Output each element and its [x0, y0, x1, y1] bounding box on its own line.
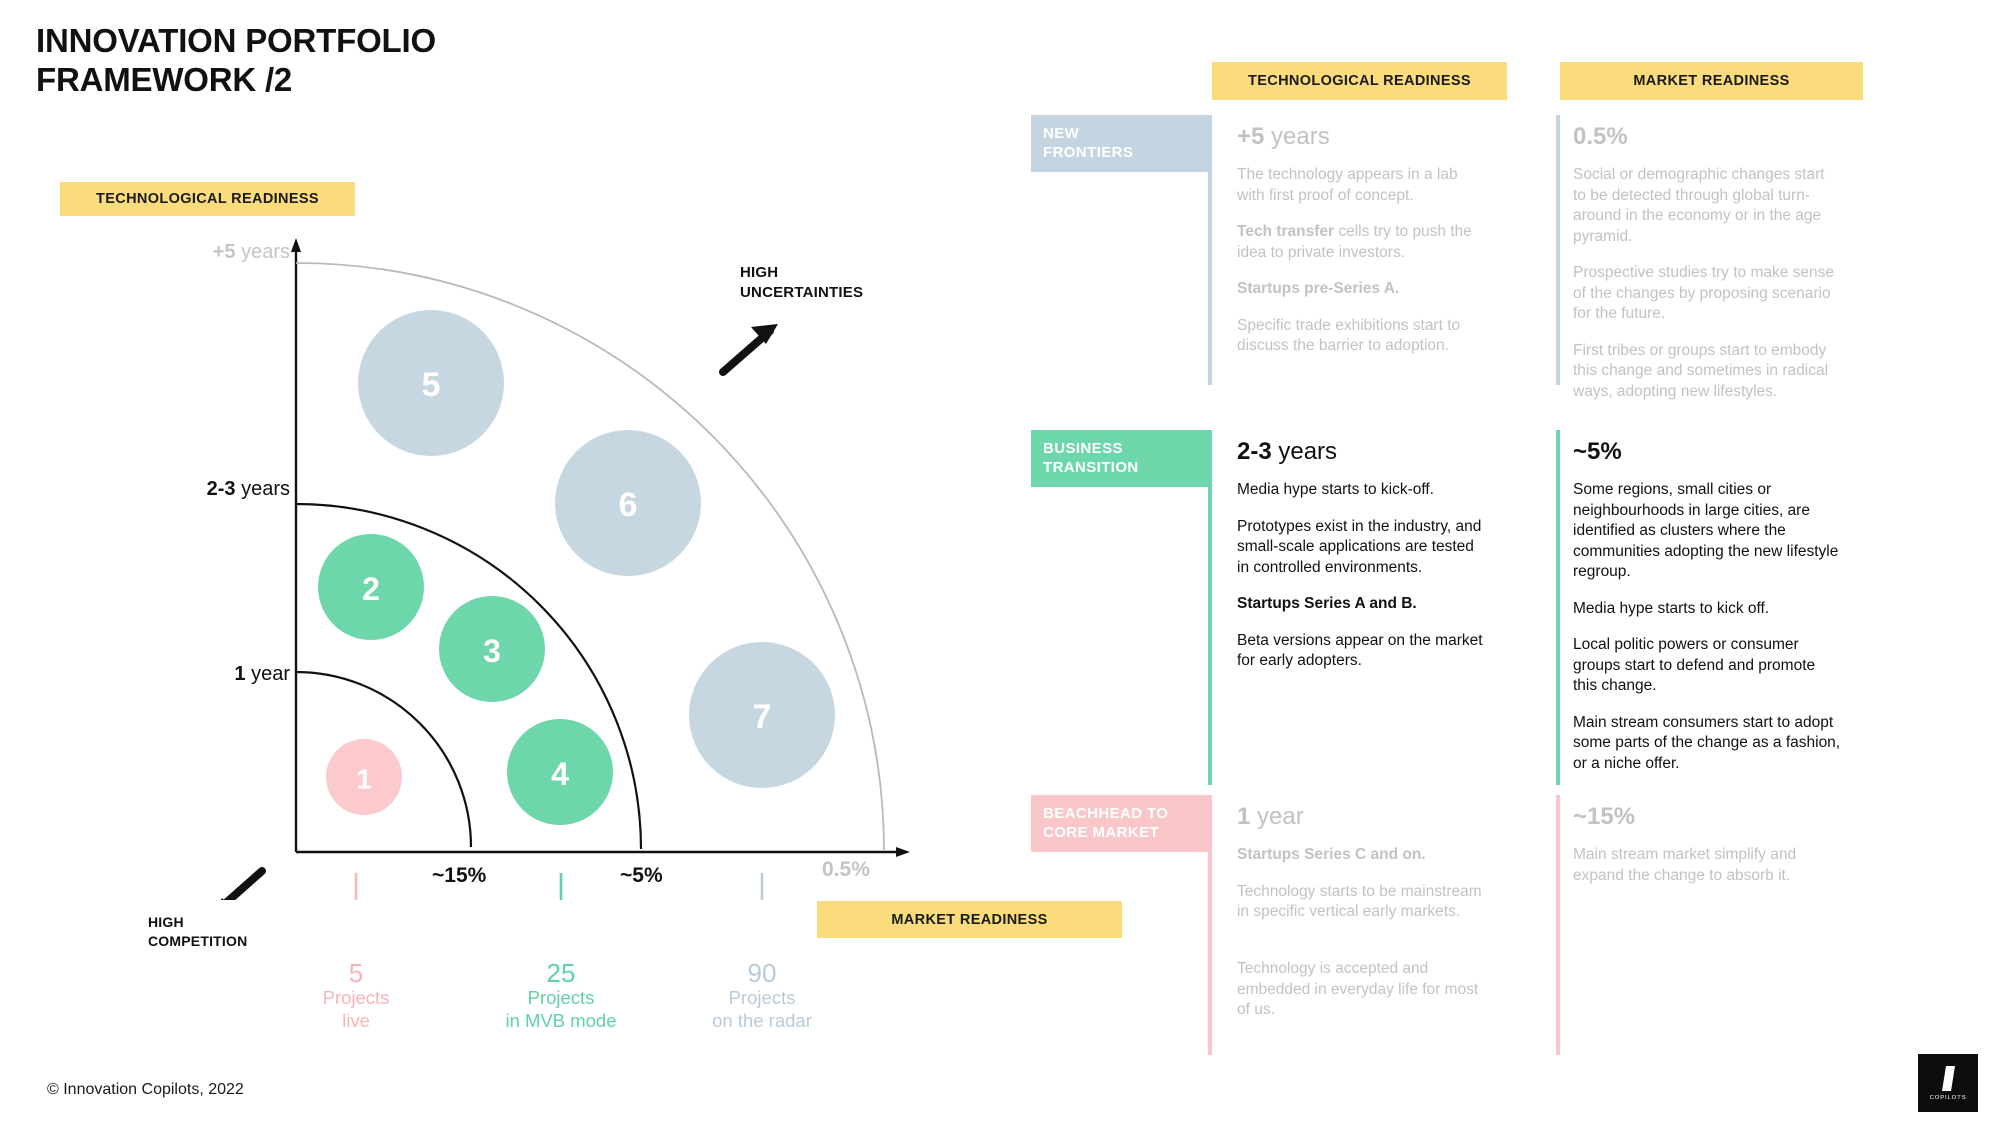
arrow-down-left-icon [220, 867, 266, 900]
bubble-3-label: 3 [483, 633, 501, 669]
chart-bubbles: 1 2 3 4 5 6 7 [318, 310, 835, 825]
bubble-7-label: 7 [753, 698, 772, 736]
column-rule-1-0 [1208, 430, 1212, 785]
column-rule-0-1 [1556, 115, 1560, 385]
cell-paragraph-1-market-3: Main stream consumers start to adopt som… [1573, 713, 1841, 772]
cell-paragraph-1-market-0: Some regions, small cities or neighbourh… [1573, 481, 1839, 581]
bubble-6-label: 6 [619, 486, 638, 524]
cell-headline-2-market: ~15% [1573, 803, 1636, 830]
x-tick-5-percent: ~5% [620, 864, 663, 887]
arrow-up-right-icon [719, 324, 778, 376]
cell-paragraph-0-market-2: First tribes or groups start to embody t… [1573, 341, 1829, 400]
bubble-1 [326, 739, 402, 815]
cell-paragraph-1-tech-2: Startups Series A and B. [1237, 595, 1417, 612]
cell-paragraph-2-tech-1: Technology starts to be mainstream in sp… [1237, 882, 1482, 921]
legend-text-live: Projects live [322, 987, 390, 1031]
column-header-market-readiness: MARKET READINESS [1560, 62, 1863, 100]
cell-paragraph-1-market-2: Local politic powers or consumer groups … [1573, 636, 1816, 695]
cell-paragraph-2-tech-2: Technology is accepted and embedded in e… [1237, 960, 1479, 1019]
cell-paragraph-2-market-0: Main stream market simplify and expand t… [1573, 846, 1797, 884]
bubble-5 [358, 310, 504, 456]
column-rule-1-1 [1556, 430, 1560, 785]
bubble-7 [689, 642, 835, 788]
row-tag-1: BUSINESS TRANSITION [1031, 430, 1209, 488]
cell-paragraph-1-tech-0: Media hype starts to kick-off. [1237, 481, 1434, 498]
chart-axes [291, 238, 910, 857]
y-tick-2-3-years: 2-3 years [206, 478, 290, 500]
bubble-2-label: 2 [362, 571, 380, 607]
page-title: INNOVATION PORTFOLIO FRAMEWORK /2 [36, 22, 436, 98]
x-tick-0-5-percent: 0.5% [822, 858, 870, 881]
logo-mark-icon [1941, 1065, 1955, 1091]
y-tick-1-year: 1 year [234, 663, 290, 685]
cell-paragraph-0-market-1: Prospective studies try to make sense of… [1573, 264, 1835, 323]
legend-item-projects-live: 5 Projects live [266, 958, 446, 1032]
innovation-portfolio-scatter-chart: 1 2 3 4 5 6 7 [220, 238, 910, 900]
legend-item-projects-mvb: 25 Projects in MVB mode [471, 958, 651, 1032]
cell-headline-1-tech: 2-3 years [1237, 438, 1338, 465]
row-tag-2: BEACHHEAD TO CORE MARKET [1031, 795, 1209, 853]
logo-wordmark: COPILOTS [1929, 1094, 1967, 1101]
bubble-3 [439, 596, 545, 702]
legend-text-radar: Projects on the radar [712, 987, 812, 1031]
legend-count-radar: 90 [747, 958, 777, 988]
bubble-4 [507, 719, 613, 825]
banner-technological-readiness-left: TECHNOLOGICAL READINESS [60, 182, 355, 216]
annotation-high-competition: HIGH COMPETITION [148, 914, 248, 949]
cell-headline-0-market: 0.5% [1573, 123, 1628, 150]
y-tick-plus5-years: +5 years [212, 241, 290, 263]
bubble-4-label: 4 [551, 756, 569, 792]
legend-count-mvb: 25 [546, 958, 576, 988]
innovation-copilots-logo: COPILOTS [1918, 1054, 1978, 1112]
cell-paragraph-0-tech-0: The technology appears in a lab with fir… [1237, 166, 1458, 204]
chart-legend-arrows [354, 873, 764, 900]
bubble-6 [555, 430, 701, 576]
column-rule-2-1 [1556, 795, 1560, 1055]
cell-paragraph-0-tech-2: Startups pre-Series A. [1237, 280, 1400, 297]
cell-paragraph-2-tech-0: Startups Series C and on. [1237, 846, 1426, 863]
copyright-notice: © Innovation Copilots, 2022 [47, 1081, 244, 1098]
banner-market-readiness-bottom: MARKET READINESS [817, 901, 1122, 938]
cell-paragraph-0-market-0: Social or demographic changes start to b… [1573, 166, 1825, 245]
cell-headline-2-tech: 1 year [1237, 803, 1304, 830]
annotation-high-uncertainties: HIGH UNCERTAINTIES [740, 264, 864, 301]
cell-paragraph-1-tech-3: Beta versions appear on the market for e… [1237, 631, 1483, 670]
x-tick-15-percent: ~15% [432, 864, 487, 887]
cell-paragraph-1-tech-1: Prototypes exist in the industry, and sm… [1237, 517, 1482, 576]
column-rule-2-0 [1208, 795, 1212, 1055]
cell-headline-1-market: ~5% [1573, 438, 1622, 465]
legend-count-live: 5 [348, 958, 364, 988]
cell-paragraph-0-tech-1: Tech transfer cells try to push the idea… [1237, 223, 1472, 261]
cell-headline-0-tech: +5 years [1237, 123, 1330, 150]
bubble-1-label: 1 [356, 764, 372, 795]
column-rule-0-0 [1208, 115, 1212, 385]
legend-item-projects-radar: 90 Projects on the radar [672, 958, 852, 1032]
cell-paragraph-1-market-1: Media hype starts to kick off. [1573, 599, 1770, 617]
bubble-2 [318, 534, 424, 640]
column-header-technological-readiness: TECHNOLOGICAL READINESS [1212, 62, 1507, 100]
bubble-5-label: 5 [422, 366, 441, 404]
legend-text-mvb: Projects in MVB mode [505, 987, 617, 1031]
chart-band-arcs [295, 262, 885, 852]
row-tag-0: NEW FRONTIERS [1031, 115, 1209, 173]
cell-paragraph-0-tech-3: Specific trade exhibitions start to disc… [1237, 316, 1461, 355]
